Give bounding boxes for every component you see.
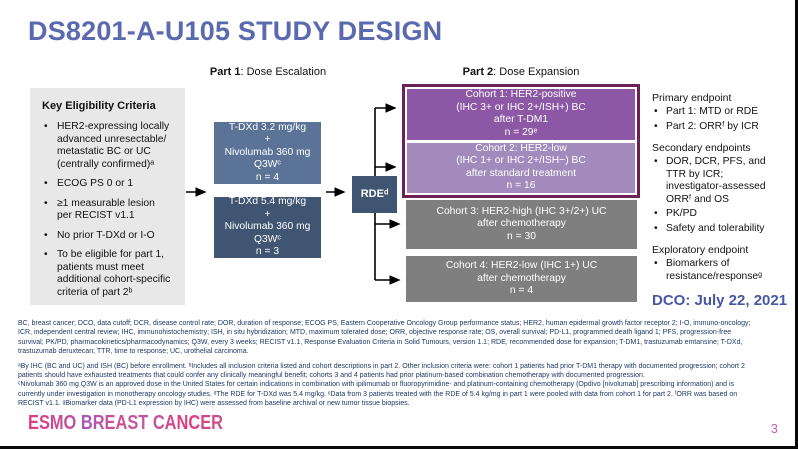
- cohort-4-box: Cohort 4: HER2-low (IHC 1+) UC after che…: [406, 256, 637, 302]
- exploratory-endpoint-section: Exploratory endpoint Biomarkers of resis…: [652, 244, 794, 283]
- eligibility-panel: Key Eligibility Criteria HER2-expressing…: [30, 88, 185, 305]
- part1-label-rest: : Dose Escalation: [240, 66, 327, 78]
- rde-box: RDEᵈ: [352, 176, 397, 213]
- eligibility-title: Key Eligibility Criteria: [42, 100, 156, 112]
- part2-label-bold: Part 2: [462, 66, 494, 78]
- abbreviation-line: trastuzumab deruxtecan; TTR, time to res…: [18, 348, 249, 356]
- part1-label-bold: Part 1: [209, 66, 241, 78]
- footnote-line: ᶜNivolumab 360 mg Q3W is an approved dos…: [18, 381, 735, 389]
- part2-label: Part 2: Dose Expansion: [463, 66, 580, 78]
- eligibility-item: HER2-expressing locally advanced unresec…: [42, 121, 177, 171]
- cohort-3-box: Cohort 3: HER2-high (IHC 3+/2+) UC after…: [406, 200, 637, 249]
- footnote-line: patients should have exhausted treatment…: [18, 372, 645, 380]
- abbreviation-line: ICR, independent central review; IHC, im…: [18, 329, 732, 337]
- eligibility-list: HER2-expressing locally advanced unresec…: [42, 121, 177, 299]
- breast-cancer-cohorts-frame: Cohort 1: HER2-positive (IHC 3+ or IHC 2…: [402, 84, 640, 198]
- eligibility-item: No prior T-DXd or I-O: [42, 230, 177, 243]
- eligibility-item: ≥1 measurable lesion per RECIST v1.1: [42, 198, 177, 223]
- abbreviations-block: BC, breast cancer; DCO, data cutoff; DCR…: [18, 319, 786, 357]
- cohort-1-box: Cohort 1: HER2-positive (IHC 3+ or IHC 2…: [407, 89, 635, 140]
- exploratory-endpoint-list: Biomarkers of resistance/responseᵍ: [652, 258, 794, 283]
- endpoint-item: Part 2: ORRᶠ by ICR: [652, 121, 794, 134]
- secondary-endpoints-heading: Secondary endpoints: [652, 142, 751, 154]
- part1-label: Part 1: Dose Escalation: [210, 66, 326, 78]
- eligibility-item: ECOG PS 0 or 1: [42, 178, 177, 191]
- secondary-endpoints-section: Secondary endpoints DOR, DCR, PFS, and T…: [652, 142, 794, 235]
- footnote-line: currently under investigation in monothe…: [18, 390, 738, 398]
- secondary-endpoints-list: DOR, DCR, PFS, and TTR by ICR; investiga…: [652, 156, 794, 235]
- data-cutoff-date: DCO: July 22, 2021: [652, 292, 788, 309]
- primary-endpoint-heading: Primary endpoint: [652, 92, 732, 104]
- footnotes: BC, breast cancer; DCO, data cutoff; DCR…: [18, 319, 786, 409]
- esmo-breast-cancer-logo: ESMO BREAST CANCER: [28, 412, 223, 434]
- dose-escalation-box-2: T-DXd 5.4 mg/kg + Nivolumab 360 mg Q3Wᶜ …: [214, 196, 321, 258]
- page-number: 3: [770, 421, 778, 436]
- endpoint-item: Part 1: MTD or RDE: [652, 106, 794, 119]
- exploratory-endpoint-heading: Exploratory endpoint: [652, 244, 749, 256]
- abbreviation-line: survival; PK/PD, pharmacokinetics/pharma…: [18, 338, 743, 346]
- primary-endpoint-section: Primary endpoint Part 1: MTD or RDEPart …: [652, 92, 794, 133]
- footnote-line: RECIST v1.1. ᵍBiomarker data (PD-L1 expr…: [18, 400, 410, 408]
- endpoint-item: DOR, DCR, PFS, and TTR by ICR; investiga…: [652, 156, 794, 206]
- endpoints-panel: Primary endpoint Part 1: MTD or RDEPart …: [652, 92, 794, 309]
- endpoint-item: Biomarkers of resistance/responseᵍ: [652, 258, 794, 283]
- page-title: DS8201-A-U105 STUDY DESIGN: [28, 16, 443, 46]
- endpoint-item: PK/PD: [652, 208, 794, 221]
- footnote-block: ᵃBy IHC (BC and UC) and ISH (BC) before …: [18, 362, 786, 409]
- footnote-line: ᵃBy IHC (BC and UC) and ISH (BC) before …: [18, 362, 745, 370]
- part2-label-rest: : Dose Expansion: [493, 66, 580, 78]
- primary-endpoint-list: Part 1: MTD or RDE Part 2: ORRᶠ by ICR: [652, 106, 794, 133]
- dose-escalation-box-1: T-DXd 3.2 mg/kg + Nivolumab 360 mg Q3Wᶜ …: [214, 122, 321, 184]
- abbreviation-line: BC, breast cancer; DCO, data cutoff; DCR…: [18, 320, 751, 327]
- cohort-2-box: Cohort 2: HER2-low (IHC 1+ or IHC 2+/ISH…: [407, 142, 635, 193]
- endpoint-item: Safety and tolerability: [652, 223, 794, 236]
- eligibility-item: To be eligible for part 1, patients must…: [42, 249, 177, 299]
